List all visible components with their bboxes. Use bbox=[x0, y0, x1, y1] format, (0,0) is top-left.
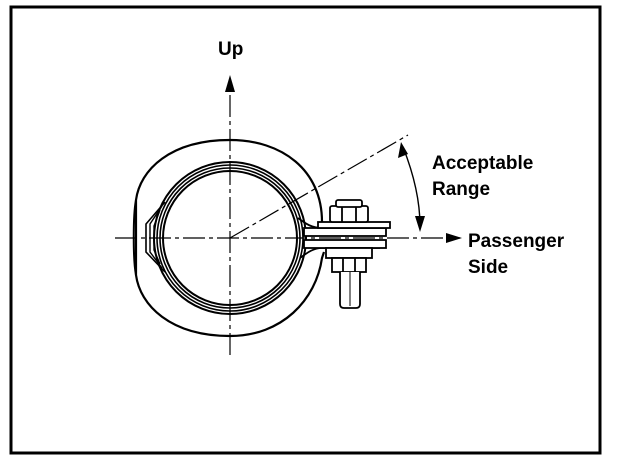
up-label: Up bbox=[218, 39, 244, 60]
range-arrow-top bbox=[398, 142, 408, 158]
bolt-head bbox=[329, 199, 369, 223]
range-arrow-bottom bbox=[415, 216, 425, 232]
bolt-shank bbox=[339, 272, 361, 309]
clamp-body bbox=[132, 138, 380, 338]
diagram-frame bbox=[9, 5, 602, 455]
passenger-side-label-line2: Side bbox=[468, 257, 509, 278]
acceptable-range-label-line2: Range bbox=[432, 179, 491, 200]
acceptable-range-label-line1: Acceptable bbox=[432, 153, 534, 174]
up-arrow-head bbox=[225, 75, 235, 92]
clamp-flange bbox=[303, 221, 391, 249]
acceptable-angle-line bbox=[229, 134, 409, 239]
passenger-side-label: Passenger Side bbox=[468, 229, 564, 281]
center-lines bbox=[115, 88, 460, 355]
passenger-side-label-line1: Passenger bbox=[468, 231, 565, 252]
acceptable-range-arc bbox=[402, 146, 421, 227]
passenger-side-arrow-head bbox=[446, 233, 462, 243]
bolt-nut bbox=[325, 247, 373, 273]
acceptable-range-label: Acceptable Range bbox=[432, 151, 533, 203]
